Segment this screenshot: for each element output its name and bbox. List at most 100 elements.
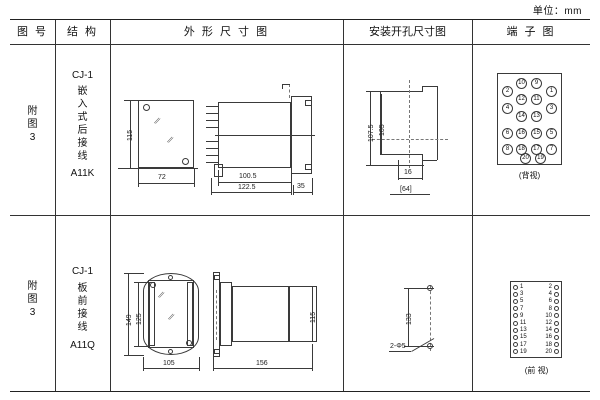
row1-dim-width-tick-r <box>194 168 195 187</box>
row1-side-center <box>215 135 315 136</box>
terminal-dot-11[interactable] <box>513 320 518 326</box>
row2-fig-char-1: 附 <box>27 281 38 292</box>
terminal-label-17: 17 <box>520 341 527 348</box>
terminal-dot-16[interactable] <box>554 334 559 340</box>
row2-dim-width-line <box>143 368 199 369</box>
row1-struct-char-4: 后 <box>77 125 88 136</box>
terminal-dot-12[interactable] <box>554 320 559 326</box>
terminal-pin-6[interactable]: 6 <box>502 128 513 139</box>
row2-front-strip-right <box>187 282 193 346</box>
row-divider <box>10 215 590 216</box>
terminal-dot-20[interactable] <box>554 349 559 355</box>
terminal-label-20: 20 <box>545 348 552 355</box>
terminal-pin-1[interactable]: 1 <box>546 86 557 97</box>
terminal-pin-13[interactable]: 13 <box>531 111 542 122</box>
terminal-dot-7[interactable] <box>513 306 518 312</box>
row2-dim-outer-ext-b <box>124 355 144 356</box>
terminal-dot-2[interactable] <box>554 284 559 290</box>
row1-cut-right-top <box>422 86 423 92</box>
row1-dim-total-text: 122.5 <box>238 184 256 191</box>
terminal-dot-8[interactable] <box>554 306 559 312</box>
terminal-pin-19[interactable]: 19 <box>535 153 546 164</box>
row2-struct-char-2: 前 <box>77 296 88 307</box>
terminal-pin-12[interactable]: 12 <box>516 94 527 105</box>
terminal-label-12: 12 <box>545 320 552 326</box>
terminal-dot-19[interactable] <box>513 349 518 355</box>
row1-cut-dim2-text: 105 <box>379 124 386 136</box>
row2-dim-width-tick-l <box>143 357 144 371</box>
terminal-pin-5[interactable]: 5 <box>546 128 557 139</box>
column-divider-3 <box>343 20 344 391</box>
row2-dim-inner-text: 125 <box>136 313 143 325</box>
terminal-dot-17[interactable] <box>513 342 518 348</box>
row1-fig-char-2: 图 <box>27 119 38 130</box>
row1-cut-dim3-line <box>398 178 422 179</box>
header-divider <box>10 44 590 45</box>
terminal-dot-13[interactable] <box>513 327 518 333</box>
row1-side-lead-hook-v <box>282 84 283 89</box>
terminal-dot-1[interactable] <box>513 284 518 290</box>
row1-dim-body-tick-l <box>218 170 219 186</box>
terminal-label-15: 15 <box>520 334 527 341</box>
terminal-dot-10[interactable] <box>554 313 559 319</box>
row1-side-tab-top <box>305 100 312 106</box>
terminal-dot-5[interactable] <box>513 298 518 304</box>
row1-dim-total-line <box>211 192 291 193</box>
row1-struct-char-2: 入 <box>77 99 88 110</box>
row1-dim-total-tick-l <box>211 178 212 195</box>
terminal-pin-7[interactable]: 7 <box>546 144 557 155</box>
terminal-label-13: 13 <box>520 327 527 334</box>
terminal-dot-9[interactable] <box>513 313 518 319</box>
terminal-pin-10[interactable]: 10 <box>516 78 527 89</box>
terminal-pin-16[interactable]: 16 <box>516 128 527 139</box>
row2-dim-inner-ext-t <box>134 282 150 283</box>
terminal-pin-20[interactable]: 20 <box>520 153 531 164</box>
terminal-dot-14[interactable] <box>554 327 559 333</box>
terminal-dot-18[interactable] <box>554 342 559 348</box>
row2-front-strip-left <box>149 282 155 346</box>
terminal-dot-6[interactable] <box>554 298 559 304</box>
terminal-pin-9[interactable]: 9 <box>531 78 542 89</box>
terminal-label-1: 1 <box>520 284 524 290</box>
terminal-label-16: 16 <box>545 334 552 341</box>
row1-cut-dim3-tick-l <box>398 160 399 180</box>
terminal-label-6: 6 <box>548 298 552 305</box>
header-cutout: 安装开孔尺寸图 <box>369 26 446 38</box>
row1-cut-right <box>437 86 438 160</box>
unit-note: 单位：mm <box>532 6 582 17</box>
row1-fig-no: 附 图 3 <box>10 105 55 144</box>
terminal-pin-4[interactable]: 4 <box>502 103 513 114</box>
row2-dim-outer-line <box>128 273 129 355</box>
row2-fig-char-2: 图 <box>27 294 38 305</box>
row2-dim-h-line <box>312 286 313 342</box>
terminal-pin-3[interactable]: 3 <box>546 103 557 114</box>
terminal-pin-11[interactable]: 11 <box>531 94 542 105</box>
row1-side-tab-bottom <box>305 164 312 170</box>
terminal-row: 11 12 <box>513 320 559 326</box>
terminal-pin-15[interactable]: 15 <box>531 128 542 139</box>
row2-fig-no: 附 图 3 <box>10 280 55 319</box>
terminal-pin-8[interactable]: 8 <box>502 144 513 155</box>
row2-cut-centerline <box>430 286 431 351</box>
terminal-label-11: 11 <box>520 320 527 326</box>
row1-terminal-caption: (背视) <box>518 171 541 180</box>
header-structure: 结 构 <box>66 26 99 38</box>
terminal-dot-15[interactable] <box>513 334 518 340</box>
row1-dim-height-ext-bot <box>118 168 198 169</box>
header-outline: 外 形 尺 寸 图 <box>183 26 270 38</box>
row1-structure: CJ-1 嵌 入 式 后 接 线 A11K <box>55 69 110 180</box>
row2-side-tab-top <box>214 275 220 280</box>
terminal-dot-4[interactable] <box>554 291 559 297</box>
terminal-label-10: 10 <box>545 312 552 319</box>
row2-cut-leader-flat <box>389 351 411 352</box>
row2-front-hole-top <box>168 275 173 280</box>
terminal-pin-14[interactable]: 14 <box>516 111 527 122</box>
terminal-pin-2[interactable]: 2 <box>502 86 513 97</box>
terminal-dot-3[interactable] <box>513 291 518 297</box>
terminal-label-3: 3 <box>520 291 524 298</box>
